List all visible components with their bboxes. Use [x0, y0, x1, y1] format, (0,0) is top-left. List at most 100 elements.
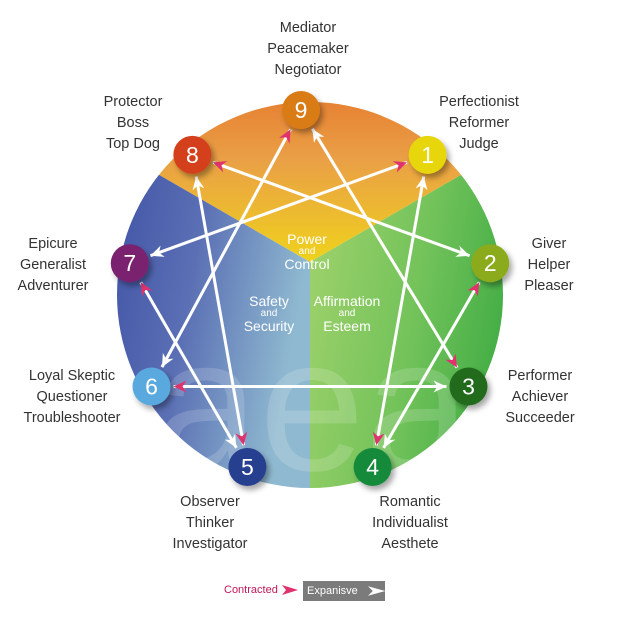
type-4-name-1: Romantic	[379, 494, 441, 510]
type-node-4[interactable]: 4	[353, 447, 392, 486]
legend-contracted-label: Contracted	[224, 584, 278, 596]
type-node-3[interactable]: 3	[449, 367, 488, 406]
center-power: Power and Control	[252, 232, 362, 272]
contracted-arrow-icon	[281, 585, 298, 595]
type-node-8[interactable]: 8	[173, 135, 212, 174]
expansive-arrowhead-3-9	[312, 128, 325, 144]
expansive-arrowhead-5-8	[192, 176, 205, 191]
type-node-5-number: 5	[241, 454, 254, 480]
center-safety-line1: Safety	[249, 293, 289, 309]
type-5-name-2: Thinker	[185, 515, 235, 531]
type-5-name-3: Investigator	[172, 536, 248, 552]
type-label-8: Protector Boss Top Dog	[58, 92, 208, 155]
type-7-name-2: Generalist	[19, 257, 87, 273]
connection-2-8	[212, 160, 471, 258]
type-6-name-2: Questioner	[36, 389, 108, 405]
expansive-arrowhead-6-3	[433, 380, 447, 393]
type-3-name-1: Performer	[507, 368, 573, 384]
center-affirmation-line2: and	[338, 308, 356, 319]
type-node-7[interactable]: 7	[110, 244, 149, 283]
center-power-line1: Power	[287, 231, 327, 247]
type-4-name-2: Individualist	[372, 515, 448, 531]
type-3-name-2: Achiever	[511, 389, 569, 405]
type-node-5-circle	[228, 447, 267, 486]
center-affirmation-line1: Affirmation	[313, 293, 381, 309]
type-6-name-1: Loyal Skeptic	[28, 368, 116, 384]
type-node-6-number: 6	[145, 374, 158, 400]
connection-9-3	[311, 128, 459, 369]
contracted-arrowhead-2-8	[213, 161, 228, 173]
type-6-name-3: Troubleshooter	[23, 410, 121, 426]
type-label-2: Giver Helper Pleaser	[474, 234, 624, 297]
connection-6-9	[160, 128, 292, 368]
connection-1-4	[374, 176, 426, 446]
type-label-5: Observer Thinker Investigator	[135, 492, 285, 555]
legend-contracted: Contracted	[224, 584, 298, 596]
type-9-name-2: Peacemaker	[267, 41, 349, 57]
expansive-arrow-icon	[367, 586, 385, 596]
type-node-7-circle	[110, 244, 149, 283]
type-3-name-3: Succeeder	[505, 410, 575, 426]
type-node-8-circle	[173, 135, 212, 174]
connection-4-2	[382, 281, 481, 449]
expansive-arrowhead-8-2	[455, 245, 470, 257]
type-9-name-3: Negotiator	[274, 62, 342, 78]
connection-7-1	[149, 160, 408, 258]
region-power-control	[117, 102, 503, 262]
type-label-6: Loyal Skeptic Questioner Troubleshooter	[0, 366, 147, 429]
type-5-name-1: Observer	[180, 494, 240, 510]
type-node-4-circle	[353, 447, 392, 486]
type-node-3-circle	[449, 367, 488, 406]
type-7-name-1: Epicure	[28, 236, 78, 252]
type-node-5[interactable]: 5	[228, 447, 267, 486]
type-node-3-number: 3	[462, 374, 475, 400]
contracted-arrowhead-6-9	[279, 129, 291, 144]
type-7-name-3: Adventurer	[17, 278, 89, 294]
type-2-name-1: Giver	[531, 236, 567, 252]
contracted-arrowhead-5-7	[140, 282, 153, 297]
type-node-6[interactable]: 6	[132, 367, 171, 406]
expansive-arrowhead-7-5	[224, 433, 237, 448]
type-label-4: Romantic Individualist Aesthete	[335, 492, 485, 555]
expansive-arrowhead-9-6	[161, 352, 174, 368]
type-8-name-1: Protector	[103, 94, 163, 110]
center-affirmation-line3: Esteem	[323, 318, 371, 334]
type-node-6-circle	[132, 367, 171, 406]
legend-expansive-label: Expanisve	[307, 585, 358, 597]
contracted-arrowhead-9-3	[445, 353, 458, 368]
type-1-name-3: Judge	[459, 136, 499, 152]
type-9-name-1: Mediator	[279, 20, 337, 36]
expansive-arrowhead-4-1	[415, 176, 428, 191]
type-4-name-3: Aesthete	[381, 536, 439, 552]
type-1-name-2: Reformer	[448, 115, 510, 131]
type-node-9-circle	[282, 91, 320, 129]
type-node-4-number: 4	[366, 454, 379, 480]
type-label-1: Perfectionist Reformer Judge	[404, 92, 554, 155]
legend-expansive: Expanisve	[303, 581, 385, 601]
connection-8-5	[194, 176, 246, 446]
type-2-name-2: Helper	[527, 257, 571, 273]
type-node-2-number: 2	[484, 250, 497, 276]
center-safety-line2: and	[260, 308, 278, 319]
type-node-2-circle	[471, 244, 510, 283]
type-label-3: Performer Achiever Succeeder	[465, 366, 615, 429]
center-power-line3: Control	[284, 256, 330, 272]
region-affirmation-esteem	[310, 112, 503, 488]
type-2-name-3: Pleaser	[524, 278, 574, 294]
type-node-1-circle	[408, 135, 447, 174]
type-node-9[interactable]: 9	[282, 91, 320, 129]
expansive-arrowhead-1-7	[150, 245, 165, 257]
type-node-2[interactable]: 2	[471, 244, 510, 283]
center-safety-line3: Security	[243, 318, 295, 334]
type-1-name-1: Perfectionist	[439, 94, 519, 110]
type-node-1[interactable]: 1	[408, 135, 447, 174]
center-power-line2: and	[298, 246, 316, 257]
contracted-arrowhead-3-6	[173, 380, 187, 393]
type-8-name-2: Boss	[116, 115, 150, 131]
type-node-9-number: 9	[295, 97, 308, 123]
type-label-7: Epicure Generalist Adventurer	[0, 234, 128, 297]
center-affirmation: Affirmation and Esteem	[292, 294, 402, 334]
contracted-arrowhead-7-1	[392, 161, 407, 173]
contracted-arrowhead-8-5	[235, 431, 248, 446]
